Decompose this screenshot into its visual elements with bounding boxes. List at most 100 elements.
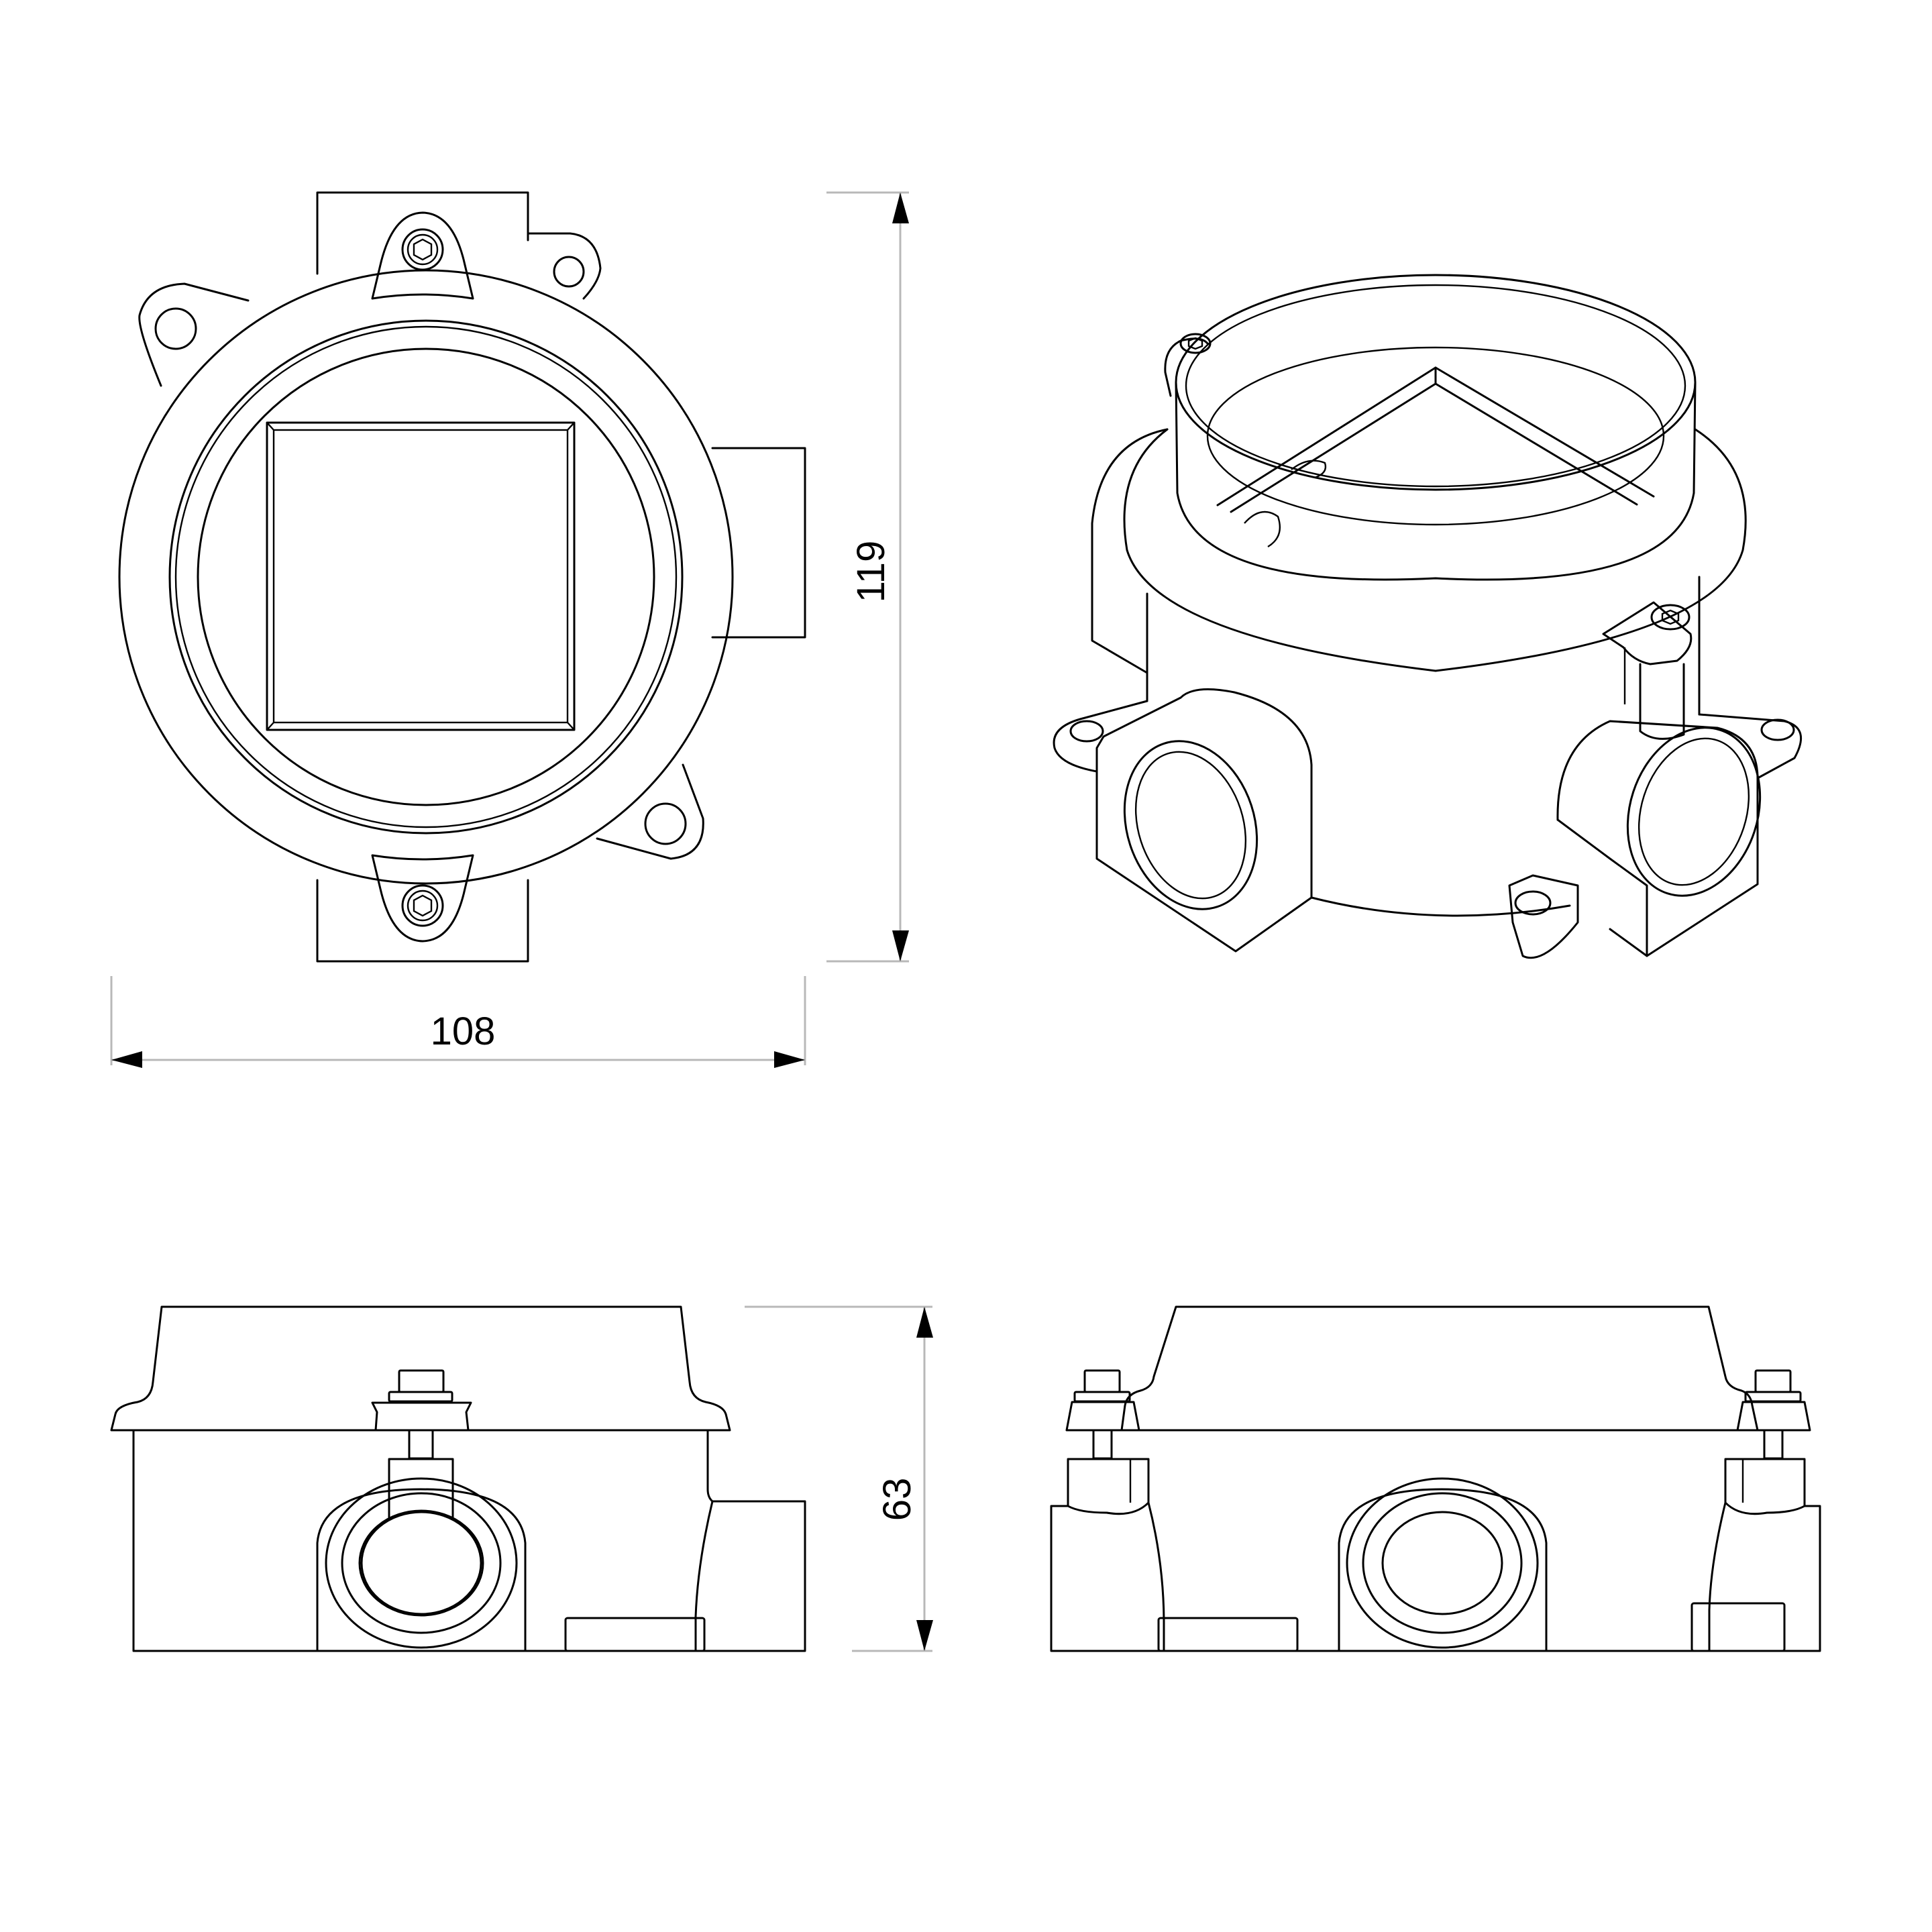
- conduit-outer-side: [1346, 1477, 1539, 1649]
- arrow-left-icon: [111, 1051, 142, 1068]
- insert-bevel: [266, 422, 575, 731]
- screw-lug-top: [371, 211, 474, 300]
- screw-lug-right-iso: [1602, 601, 1693, 665]
- hex-socket-icon: [1187, 337, 1203, 350]
- conduit-boss-side: [1338, 1488, 1548, 1652]
- top-view: [118, 191, 806, 963]
- screw-boss: [388, 1458, 454, 1520]
- body-left: [1091, 428, 1169, 674]
- outer-ring: [118, 269, 734, 885]
- screw-head-left: [1083, 1369, 1121, 1393]
- screw-washer-right: [1744, 1391, 1802, 1403]
- side-boss-curve: [694, 1500, 714, 1652]
- conduit-boss-left: [1095, 688, 1313, 953]
- screw-head-top-left: [1179, 333, 1212, 354]
- boss-right-edge: [1556, 818, 1648, 957]
- dimension-height-side: 63: [745, 1305, 933, 1652]
- ear-bottom-right: [596, 763, 704, 860]
- screw-collar-bottom: [407, 890, 439, 922]
- mounting-ear-front: [1508, 874, 1579, 959]
- mounting-hole-front-iso: [1514, 890, 1552, 916]
- conduit-bore-side: [1381, 1511, 1503, 1615]
- screw-head: [398, 1369, 445, 1393]
- bottom-boss: [316, 879, 529, 963]
- arrow-down-icon: [916, 1620, 933, 1651]
- right-boss: [711, 447, 806, 639]
- internal-screw-2: [1291, 460, 1327, 479]
- flange-ring: [1123, 428, 1747, 672]
- screw-lug-left: [1065, 1401, 1140, 1432]
- internal-screw: [1244, 511, 1281, 548]
- screw-boss-left: [1067, 1458, 1150, 1515]
- cover-ring-outer: [168, 319, 684, 835]
- mounting-hole-right-iso: [1760, 718, 1795, 741]
- screw-shank-right: [1639, 663, 1685, 740]
- conduit-boss-right: [1556, 720, 1759, 957]
- hex-socket-icon: [413, 894, 433, 917]
- dimension-label-width: 108: [431, 1010, 496, 1053]
- conduit-outer: [325, 1477, 518, 1649]
- mounting-hole-bottom-right: [644, 802, 687, 845]
- bottom-tab-left: [1157, 1617, 1299, 1652]
- mounting-hole-left: [154, 307, 197, 350]
- square-insert-outer: [266, 421, 576, 731]
- square-insert-iso: [1216, 366, 1655, 506]
- mounting-ear-left: [1053, 700, 1148, 773]
- cover-cap: [110, 1305, 731, 1432]
- screw-head-bottom: [401, 884, 444, 927]
- square-insert-inner: [272, 429, 569, 724]
- bottom-tab: [564, 1617, 706, 1652]
- arrow-right-icon: [774, 1051, 805, 1068]
- conduit-ring-inner: [358, 1509, 484, 1617]
- screw-shank: [408, 1429, 434, 1460]
- mounting-hole-top-right: [553, 256, 585, 288]
- dimension-label-height-top: 119: [849, 541, 893, 602]
- screw-washer: [388, 1391, 453, 1403]
- dimension-width: 108: [110, 976, 806, 1068]
- conduit-opening-right: [1626, 727, 1762, 897]
- square-insert-iso-inner: [1230, 382, 1638, 513]
- conduit-opening-left-inner: [1134, 751, 1247, 900]
- conduit-opening-right-inner: [1638, 737, 1750, 886]
- bore: [197, 347, 655, 806]
- hex-socket-icon: [1661, 609, 1680, 625]
- screw-lug-bottom: [371, 854, 474, 943]
- screw-head-right: [1650, 604, 1690, 631]
- front-view: [110, 1305, 806, 1652]
- conduit-opening-left: [1123, 740, 1258, 910]
- body-outline-side: [1050, 1505, 1821, 1652]
- collar-rim-inner: [1185, 284, 1686, 488]
- screw-collar-top: [407, 233, 439, 266]
- ear-left: [138, 282, 250, 387]
- arrow-up-icon: [916, 1307, 933, 1338]
- ear-top-right: [527, 232, 602, 300]
- screw-boss-right: [1724, 1458, 1806, 1515]
- collar-bottom-edge: [1206, 346, 1665, 526]
- body-bottom: [1310, 896, 1571, 917]
- screw-shank-left: [1092, 1429, 1113, 1460]
- isometric-view: [1053, 274, 1802, 959]
- top-boss: [316, 191, 529, 275]
- cover-cap-side: [1120, 1305, 1759, 1432]
- conduit-ring: [341, 1492, 502, 1634]
- collar-wall: [1175, 381, 1697, 581]
- conduit-bore: [360, 1511, 482, 1615]
- conduit-boss-front: [316, 1488, 527, 1652]
- dimension-height-top: 119: [826, 191, 909, 963]
- arrow-up-icon: [892, 193, 909, 223]
- dimension-label-height-side: 63: [875, 1478, 919, 1521]
- screw-lug-right: [1736, 1401, 1811, 1432]
- hex-socket-icon: [413, 238, 433, 261]
- screw-lug: [371, 1401, 472, 1432]
- bottom-tab-right: [1690, 1602, 1786, 1652]
- side-view: [1050, 1305, 1821, 1652]
- conduit-ring-side: [1362, 1492, 1523, 1634]
- body-outline: [132, 1429, 806, 1652]
- arrow-down-icon: [892, 930, 909, 961]
- screw-head-top: [401, 228, 444, 271]
- body-curve-left: [1147, 1501, 1165, 1652]
- mounting-ear-right: [1698, 713, 1802, 780]
- mounting-hole-left-iso: [1069, 720, 1104, 743]
- screw-shank-right: [1763, 1429, 1784, 1460]
